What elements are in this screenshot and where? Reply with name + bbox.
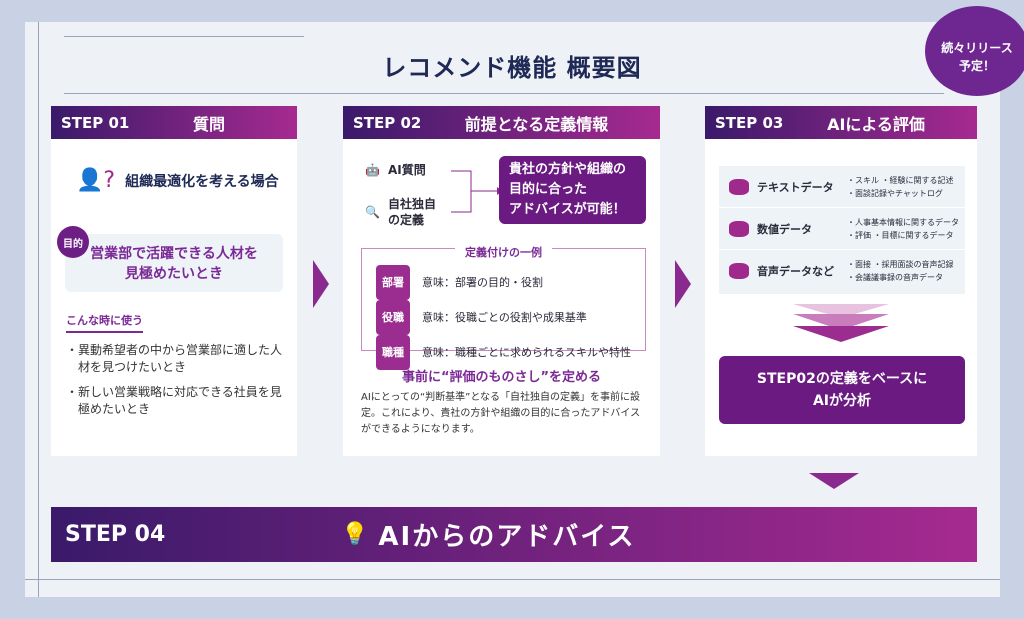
arrow-down-icon xyxy=(809,473,859,489)
result-box: 貴社の方針や組織の目的に合ったアドバイスが可能！ xyxy=(499,156,646,224)
divider xyxy=(64,93,944,94)
usecase-item: ・新しい営業戦略に対応できる社員を見極めたいとき xyxy=(66,385,282,416)
step1-card: STEP 01 質問 👤? 組織最適化を考える場合 営業部で活躍できる人材を見極め… xyxy=(51,106,297,456)
divider xyxy=(25,579,1000,580)
usecase-label: こんな時に使う xyxy=(66,312,143,333)
examples-label: 定義付けの一例 xyxy=(455,246,552,259)
ai-lightbulb-icon: 💡 xyxy=(341,522,369,547)
step-title: 前提となる定義情報 xyxy=(464,114,609,134)
connector-arrow xyxy=(451,170,503,213)
step4-bar: STEP 04 💡 AIからのアドバイス xyxy=(51,507,977,562)
robot-chat-icon: 🤖 xyxy=(365,162,380,177)
step-title: AIによる評価 xyxy=(827,114,925,134)
data-source-row: 音声データなど・面接 ・採用面談の音声記録・会議議事録の音声データ xyxy=(719,250,965,292)
data-source-row: 数値データ・人事基本情報に関するデータ・評価 ・目標に関するデータ xyxy=(719,208,965,250)
data-sources: テキストデータ・スキル ・経験に関する記述・面談記録やチャットログ 数値データ・… xyxy=(719,166,965,294)
step-number: STEP 04 xyxy=(65,522,166,547)
step2-description: AIにとっての“判断基準”となる「自社独自の定義」を事前に設定。これにより、貴社… xyxy=(361,392,641,435)
divider xyxy=(64,36,304,37)
page-title: レコメンド機能 概要図 xyxy=(382,54,642,82)
step3-card: STEP 03 AIによる評価 テキストデータ・スキル ・経験に関する記述・面談記… xyxy=(705,106,977,456)
analysis-magnifier-icon: 🔍 xyxy=(365,205,380,219)
definition-examples: 定義付けの一例 部署意味：部署の目的・役割 役職意味：役職ごとの役割や成果基準 … xyxy=(361,246,646,370)
scenario-text: 組織最適化を考える場合 xyxy=(125,173,279,190)
arrow-right-icon xyxy=(675,260,691,308)
purpose-badge: 目的 xyxy=(57,226,89,258)
person-question-icon: 👤? xyxy=(76,168,116,193)
example-row: 部署意味：部署の目的・役割 xyxy=(376,265,631,300)
step-number: STEP 03 xyxy=(715,113,784,132)
input-ai-question: AI質問 xyxy=(387,163,426,177)
step2-heading: 事前に“評価のものさし”を定める xyxy=(401,370,602,385)
database-icon xyxy=(729,263,749,279)
release-badge: 続々リリース予定！ xyxy=(925,6,1024,96)
step-title: 質問 xyxy=(192,114,225,134)
chevron-down-stack-icon xyxy=(793,304,889,342)
database-icon xyxy=(729,220,749,237)
example-row: 役職意味：役職ごとの役割や成果基準 xyxy=(376,300,631,335)
step-number: STEP 02 xyxy=(353,113,422,132)
purpose-box: 営業部で活躍できる人材を見極めたいとき xyxy=(65,234,283,292)
step-title: AIからのアドバイス xyxy=(378,522,636,552)
database-icon xyxy=(729,178,749,195)
usecase-item: ・異動希望者の中から営業部に適した人材を見つけたいとき xyxy=(66,343,283,374)
example-row: 職種意味：職種ごとに求められるスキルや特性 xyxy=(376,335,631,370)
step-number: STEP 01 xyxy=(61,113,130,132)
divider xyxy=(38,22,39,597)
data-source-row: テキストデータ・スキル ・経験に関する記述・面談記録やチャットログ xyxy=(719,166,965,208)
arrow-right-icon xyxy=(313,260,329,308)
